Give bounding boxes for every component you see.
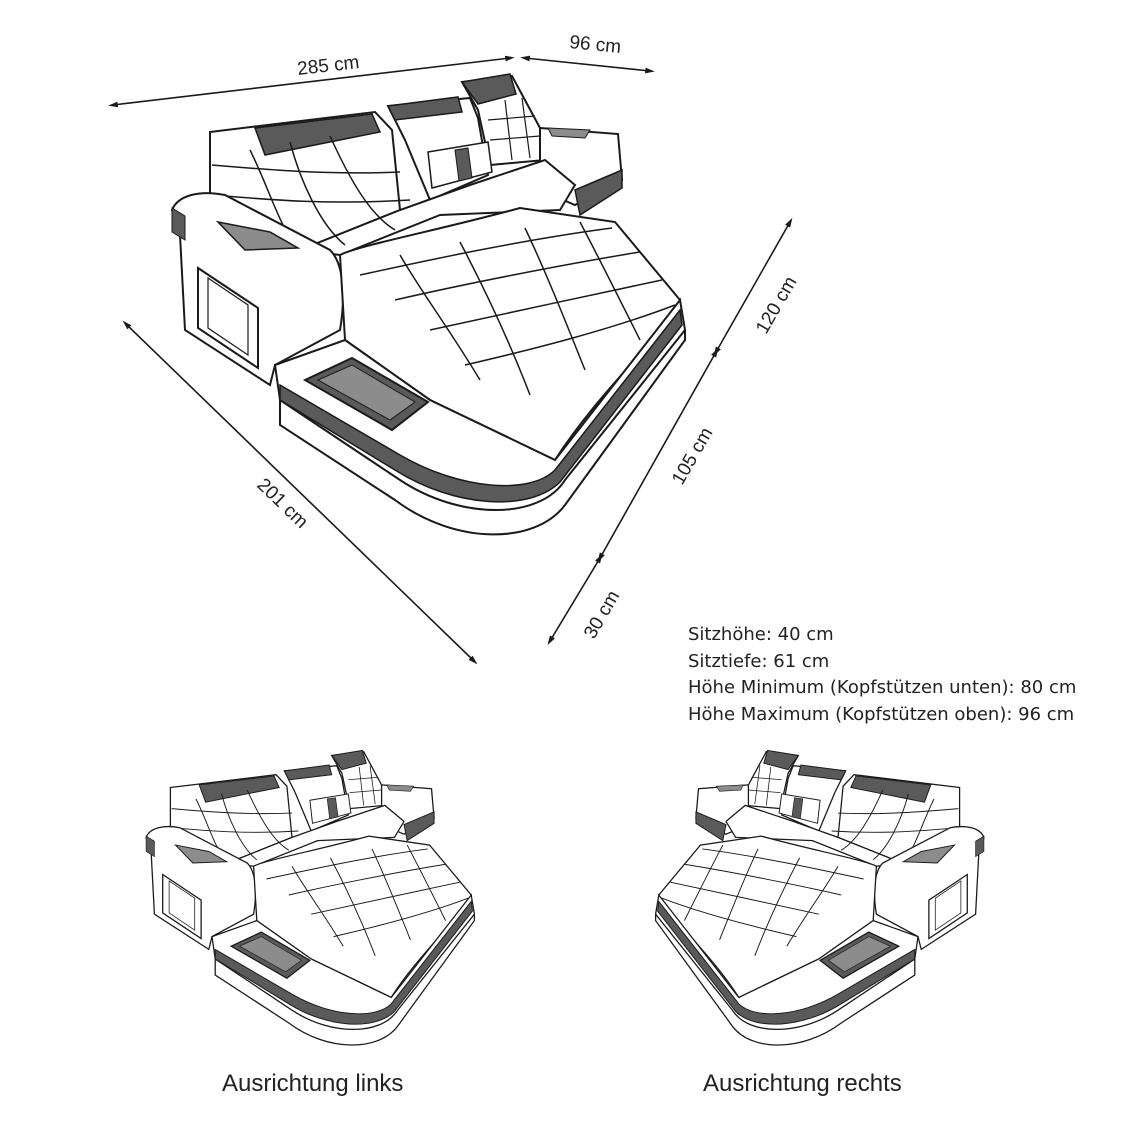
- caption-orientation-right: Ausrichtung rechts: [703, 1070, 902, 1097]
- spec-list: Sitzhöhe: 40 cm Sitztiefe: 61 cm Höhe Mi…: [688, 622, 1076, 728]
- spec-height-min: Höhe Minimum (Kopfstützen unten): 80 cm: [688, 677, 1077, 698]
- dim-line-width-main: [108, 55, 515, 108]
- dim-label-width-main: 285 cm: [296, 52, 360, 80]
- spec-seat-height: Sitzhöhe: 40 cm: [688, 624, 834, 645]
- dim-label-depth-right-upper: 120 cm: [752, 273, 801, 337]
- dim-line-depth-left: [122, 320, 478, 665]
- sofa-thumbnail-right: [654, 749, 985, 1046]
- caption-orientation-left: Ausrichtung links: [222, 1070, 404, 1097]
- dim-label-depth-left: 201 cm: [253, 474, 312, 532]
- spec-seat-depth: Sitztiefe: 61 cm: [688, 650, 830, 672]
- dim-line-depth-right-middle: [597, 347, 719, 563]
- dim-label-width-side: 96 cm: [569, 32, 623, 58]
- dimension-lines: [108, 55, 793, 665]
- sofa-thumbnail-left: [145, 749, 476, 1046]
- dim-label-depth-right-lower: 30 cm: [580, 587, 624, 642]
- spec-height-max: Höhe Maximum (Kopfstützen oben): 96 cm: [688, 703, 1075, 725]
- dim-label-depth-right-middle: 105 cm: [668, 424, 717, 488]
- dim-line-width-side: [520, 55, 655, 74]
- main-sofa-drawing: [171, 73, 686, 536]
- dim-line-depth-right-lower: [547, 553, 603, 646]
- dim-line-depth-right-upper: [713, 217, 793, 357]
